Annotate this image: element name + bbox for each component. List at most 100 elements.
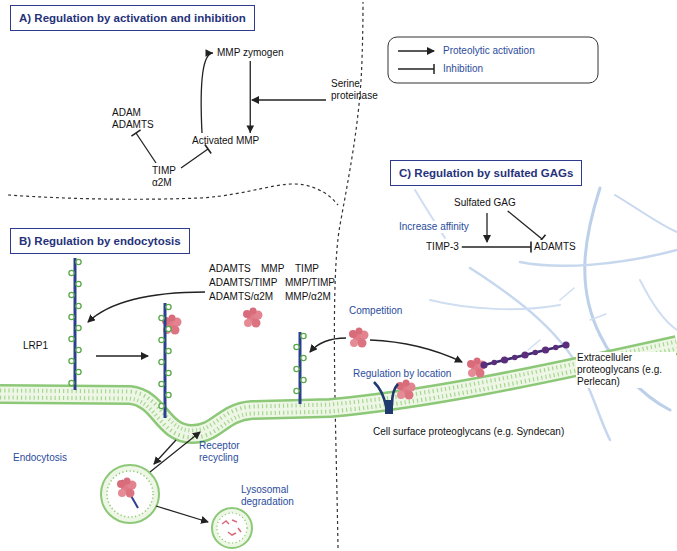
legend-text: Proteolytic activation <box>442 45 536 57</box>
receptor-bead <box>294 344 299 349</box>
annotation-label: Regulation by location <box>352 368 452 380</box>
syndecan <box>374 382 386 406</box>
legend-box <box>388 37 598 83</box>
annotation-label: Receptor recycling <box>198 440 254 464</box>
receptor-bead <box>76 369 81 374</box>
receptor-bead <box>76 303 81 308</box>
node-text: TIMP α2M <box>152 165 178 189</box>
cell-membrane <box>0 345 677 434</box>
node-text: MMP zymogen <box>217 47 284 59</box>
molecule-label: Sulfated GAG <box>452 196 518 210</box>
panel-title: B) Regulation by endocytosis <box>10 228 190 254</box>
annotation-label: Competition <box>348 305 403 317</box>
ecm-fibres <box>528 288 626 354</box>
process-arrow <box>156 506 208 522</box>
process-arrow <box>310 338 346 352</box>
receptor-bead <box>301 333 306 338</box>
panel-title: C) Regulation by sulfated GAGs <box>390 160 582 186</box>
annotation-label: MMP <box>260 263 285 275</box>
annotation-label: Increase affinity <box>398 221 470 233</box>
annotation-label: LRP1 <box>22 340 49 352</box>
arrow-head <box>246 126 254 134</box>
perlecan <box>484 345 566 365</box>
legend-box <box>433 64 435 74</box>
connector-line <box>250 61 251 133</box>
activation-arrow <box>252 100 326 101</box>
endocytic-vesicle <box>101 465 159 523</box>
process-arrow <box>96 355 148 356</box>
ecm-fibres <box>615 195 677 232</box>
perlecan-bead <box>491 360 497 366</box>
connector <box>462 242 531 253</box>
receptor-bead <box>301 355 306 360</box>
node-text: A) Regulation by activation and inhibiti… <box>19 11 246 25</box>
receptor-bead <box>159 381 164 386</box>
connector <box>131 130 156 163</box>
divider-line <box>8 2 363 548</box>
annotation-label: Extracelluler proteoglycans (e.g. Perlec… <box>576 352 676 388</box>
receptor-bead <box>166 348 171 353</box>
legend-box <box>388 37 598 83</box>
molecule-label: Activated MMP <box>190 134 261 148</box>
lysosome <box>212 508 252 548</box>
activation-arrow <box>487 213 488 242</box>
receptor-bead <box>301 377 306 382</box>
perlecan-bead <box>532 350 538 356</box>
receptor-bead <box>159 315 164 320</box>
molecule-label: MMP zymogen <box>215 46 286 60</box>
protease-blob <box>162 308 487 400</box>
annotation-label: ADAMTS <box>208 263 252 275</box>
cell-membrane <box>0 345 677 434</box>
protease-blob <box>243 308 263 328</box>
node-text: C) Regulation by sulfated GAGs <box>399 166 573 180</box>
annotation-label: Lysosomal degradation <box>240 484 312 508</box>
endocytic-vesicle <box>107 471 153 517</box>
annotation-label: Cell surface proteoglycans (e.g. Syndeca… <box>372 426 565 438</box>
endocytic-vesicle <box>117 478 137 498</box>
receptor-bead <box>69 336 74 341</box>
connector-line <box>462 246 531 247</box>
inhibition-bar <box>131 130 140 136</box>
receptor-bead <box>76 281 81 286</box>
receptor-bead <box>69 358 74 363</box>
node-text: TIMP-3 <box>426 241 459 253</box>
lysosome <box>217 513 247 543</box>
perlecan-bead <box>501 356 508 363</box>
receptor-bead <box>76 259 81 264</box>
process-arrow <box>88 292 205 322</box>
node-text: ADAMTS <box>534 241 576 253</box>
receptor-bead <box>294 366 299 371</box>
cell-membrane <box>0 345 677 434</box>
connector <box>246 61 254 133</box>
node-text: Sulfated GAG <box>454 197 516 209</box>
receptor-bead <box>159 337 164 342</box>
connector-line <box>181 149 208 168</box>
perlecan-bead <box>521 351 528 358</box>
receptor-bead <box>166 392 171 397</box>
process-arrow <box>150 432 200 472</box>
connector-line <box>508 211 542 239</box>
annotation-label: MMP/α2M <box>284 291 332 303</box>
process-arrow <box>370 340 462 362</box>
perlecan-bead <box>553 345 559 351</box>
panel-title: A) Regulation by activation and inhibiti… <box>10 5 255 31</box>
connector-line <box>136 133 156 163</box>
receptor-bead <box>166 326 171 331</box>
perlecan-bead <box>512 355 518 361</box>
receptor-bead <box>159 403 164 408</box>
connector-line <box>201 53 213 133</box>
ecm-fibres <box>640 280 677 330</box>
perlecan-bead <box>562 341 569 348</box>
annotation-label: Serine proteinase <box>330 78 386 102</box>
syndecan <box>385 400 393 414</box>
receptor-bead <box>69 292 74 297</box>
process-arrow <box>88 292 462 522</box>
cell-membrane <box>0 345 677 434</box>
connector <box>181 145 211 168</box>
endocytic-vesicle <box>101 465 159 523</box>
molecule-label: TIMP-3 <box>424 240 461 254</box>
syndecan <box>374 382 398 414</box>
node-text: Activated MMP <box>192 135 259 147</box>
perlecan-bead <box>542 346 549 353</box>
